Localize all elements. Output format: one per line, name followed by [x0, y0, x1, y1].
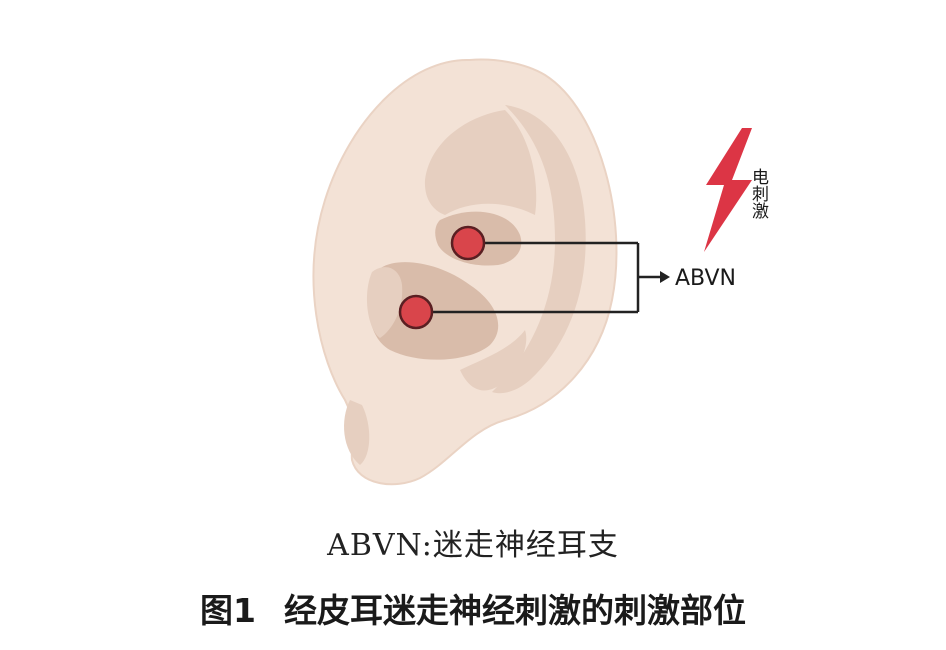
connector-lines — [416, 241, 662, 314]
ear-antitragus — [460, 330, 527, 391]
figure-number: 图1 — [200, 591, 256, 630]
ear-fossa — [424, 110, 537, 215]
figure-title: 经皮耳迷走神经刺激的刺激部位 — [283, 591, 746, 630]
ear-helix-shadow — [492, 105, 586, 394]
stimulation-label: 电刺激 — [748, 168, 769, 219]
lightning-bolt-icon — [704, 128, 752, 252]
electrode-cavum — [398, 294, 434, 330]
figure-caption: 图1 经皮耳迷走神经刺激的刺激部位 — [0, 584, 946, 632]
ear-tragus — [366, 267, 403, 338]
ear-lobe-shadow — [344, 400, 370, 465]
target-label: ABVN — [675, 266, 736, 291]
electrode-cymba — [450, 225, 486, 261]
abbreviation-note: ABVN:迷走神经耳支 — [327, 528, 619, 563]
ear-outer — [312, 58, 618, 486]
arrow-right-icon — [660, 271, 670, 283]
ear-illustration — [312, 58, 618, 486]
